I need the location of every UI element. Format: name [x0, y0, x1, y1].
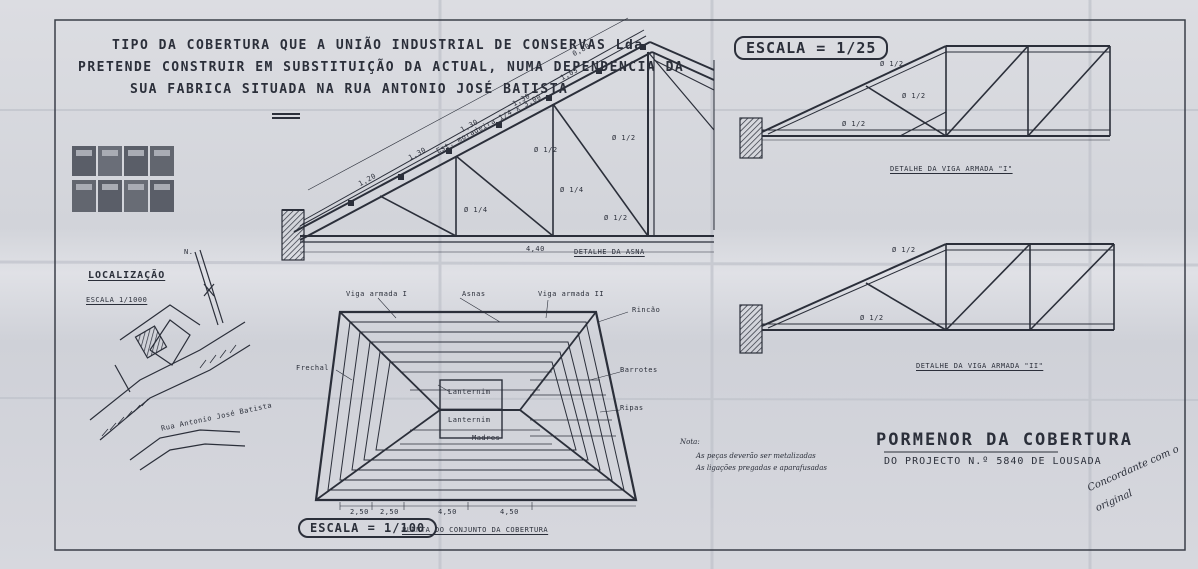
title-line-1: TIPO DA COBERTURA QUE A UNIÃO INDUSTRIAL… [112, 38, 644, 53]
truss-member-1: Ø 1/2 [612, 134, 636, 142]
viga2-caption: DETALHE DA VIGA ARMADA "II" [916, 362, 1044, 370]
escala-top: ESCALA = 1/25 [734, 36, 889, 60]
title-line-3: SUA FABRICA SITUADA NA RUA ANTONIO JOSÉ … [130, 82, 569, 97]
sheet-border [54, 19, 1186, 551]
beam-ii-detail [739, 243, 1115, 354]
localizacao-title: LOCALIZAÇÃO [88, 270, 166, 281]
pormenor-title: PORMENOR DA COBERTURA [876, 430, 1133, 450]
plan-label-asnas: Asnas [462, 290, 486, 298]
localizacao-scale: ESCALA 1/1000 [86, 296, 148, 304]
notes-line-2: As ligações pregadas e aparafusadas [696, 464, 828, 472]
plan-scale: ESCALA = 1/100 [298, 518, 438, 538]
plan-dim-2: 2,50 [380, 508, 399, 516]
plan-label-barrotes: Barrotes [620, 366, 658, 374]
truss-member-2: Ø 1/2 [534, 146, 558, 154]
viga1-caption: DETALHE DA VIGA ARMADA "I" [890, 165, 1013, 173]
truss-member-3: Ø 1/4 [560, 186, 584, 194]
plan-label-lanternim-2: Lanternim [448, 416, 491, 424]
notes-line-1: As peças deverão ser metalizadas [696, 452, 816, 460]
title-line-2: PRETENDE CONSTRUIR EM SUBSTITUIÇÃO DA AC… [78, 60, 685, 75]
beam-i-detail [739, 45, 1111, 159]
viga1-label-2: Ø 1/2 [902, 92, 926, 100]
truss-detail [281, 17, 715, 261]
plan-label-viga1: Viga armada I [346, 290, 408, 298]
plan-label-lanternim-1: Lanternim [448, 388, 491, 396]
tax-stamps [72, 146, 174, 212]
truss-caption: DETALHE DA ASNA [574, 248, 645, 256]
plan-label-ripas: Ripas [620, 404, 644, 412]
plan-label-viga2: Viga armada II [538, 290, 605, 298]
plan-label-madres: Madres [472, 434, 501, 442]
plan-caption: PLANTA DO CONJUNTO DA COBERTURA [402, 526, 549, 534]
pormenor-subtitle: DO PROJECTO N.º 5840 DE LOUSADA [884, 456, 1102, 467]
truss-member-4: Ø 1/4 [464, 206, 488, 214]
plan-label-frechal: Frechal [296, 364, 330, 372]
roof-plan [314, 297, 638, 510]
truss-member-5: Ø 1/2 [604, 214, 628, 222]
truss-span: 4,40 [526, 245, 545, 253]
viga2-label-1: Ø 1/2 [892, 246, 916, 254]
viga1-label-3: Ø 1/2 [842, 120, 866, 128]
plan-dim-4: 4,50 [500, 508, 519, 516]
viga1-label-1: Ø 1/2 [880, 60, 904, 68]
viga2-label-2: Ø 1/2 [860, 314, 884, 322]
north-arrow-label: N. [184, 248, 194, 256]
plan-label-rincao: Rincão [632, 306, 661, 314]
plan-dim-3: 4,50 [438, 508, 457, 516]
location-map [89, 249, 251, 471]
plan-dim-1: 2,50 [350, 508, 369, 516]
title-underline [272, 113, 300, 119]
notes-head: Nota: [680, 438, 700, 446]
